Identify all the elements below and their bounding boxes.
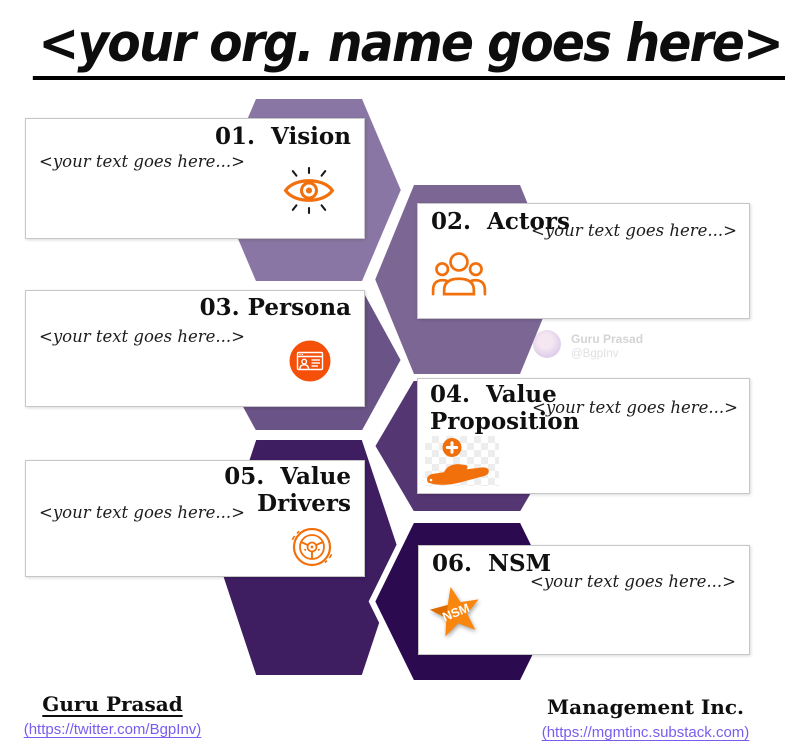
card-value-proposition-title: 04. Value Proposition bbox=[430, 381, 580, 435]
card-persona-placeholder: <your text goes here...> bbox=[39, 327, 245, 346]
eye-icon bbox=[282, 167, 336, 214]
card-vision-placeholder: <your text goes here...> bbox=[39, 152, 245, 171]
watermark-handle: @BgpInv bbox=[571, 348, 619, 360]
org-name: Management Inc. bbox=[547, 695, 744, 719]
nsm-star-icon: NSM bbox=[428, 584, 484, 639]
footer-org: Management Inc. (https://mgmtinc.substac… bbox=[538, 695, 753, 741]
card-nsm-placeholder: <your text goes here...> bbox=[530, 572, 736, 591]
twitter-link[interactable]: (https://twitter.com/BgpInv) bbox=[23, 721, 202, 738]
persona-card-icon bbox=[289, 340, 331, 382]
card-persona-title: 03. Persona bbox=[199, 294, 351, 321]
card-value-proposition-placeholder: <your text goes here...> bbox=[532, 398, 738, 417]
people-group-icon bbox=[431, 250, 487, 297]
card-nsm-title: 06. NSM bbox=[432, 550, 552, 577]
card-value-drivers-placeholder: <your text goes here...> bbox=[39, 503, 245, 522]
card-nsm: 06. NSM <your text goes here...> NSM bbox=[418, 545, 750, 655]
card-actors: 02. Actors <your text goes here...> bbox=[417, 203, 750, 319]
card-value-proposition: 04. Value Proposition <your text goes he… bbox=[417, 378, 750, 494]
card-actors-placeholder: <your text goes here...> bbox=[531, 221, 737, 240]
author-name: Guru Prasad bbox=[42, 692, 183, 716]
card-value-drivers: 05. Value Drivers <your text goes here..… bbox=[25, 460, 365, 577]
substack-link[interactable]: (https://mgmtinc.substack.com) bbox=[541, 724, 750, 741]
card-vision: 01. Vision <your text goes here...> bbox=[25, 118, 365, 239]
watermark: Guru Prasad @BgpInv bbox=[531, 328, 681, 370]
card-persona: 03. Persona <your text goes here...> bbox=[25, 290, 365, 407]
page-title: <your org. name goes here> bbox=[0, 14, 785, 81]
card-value-drivers-title: 05. Value Drivers bbox=[224, 463, 360, 517]
card-vision-title: 01. Vision bbox=[215, 123, 351, 150]
watermark-name: Guru Prasad bbox=[571, 332, 644, 346]
steering-wheel-icon bbox=[288, 523, 336, 571]
footer-author: Guru Prasad (https://twitter.com/BgpInv) bbox=[5, 692, 220, 738]
card-actors-title: 02. Actors bbox=[431, 208, 570, 235]
org-name-placeholder: <your org. name goes here> bbox=[32, 14, 785, 81]
watermark-avatar bbox=[533, 330, 561, 358]
hand-plus-icon bbox=[425, 436, 499, 486]
